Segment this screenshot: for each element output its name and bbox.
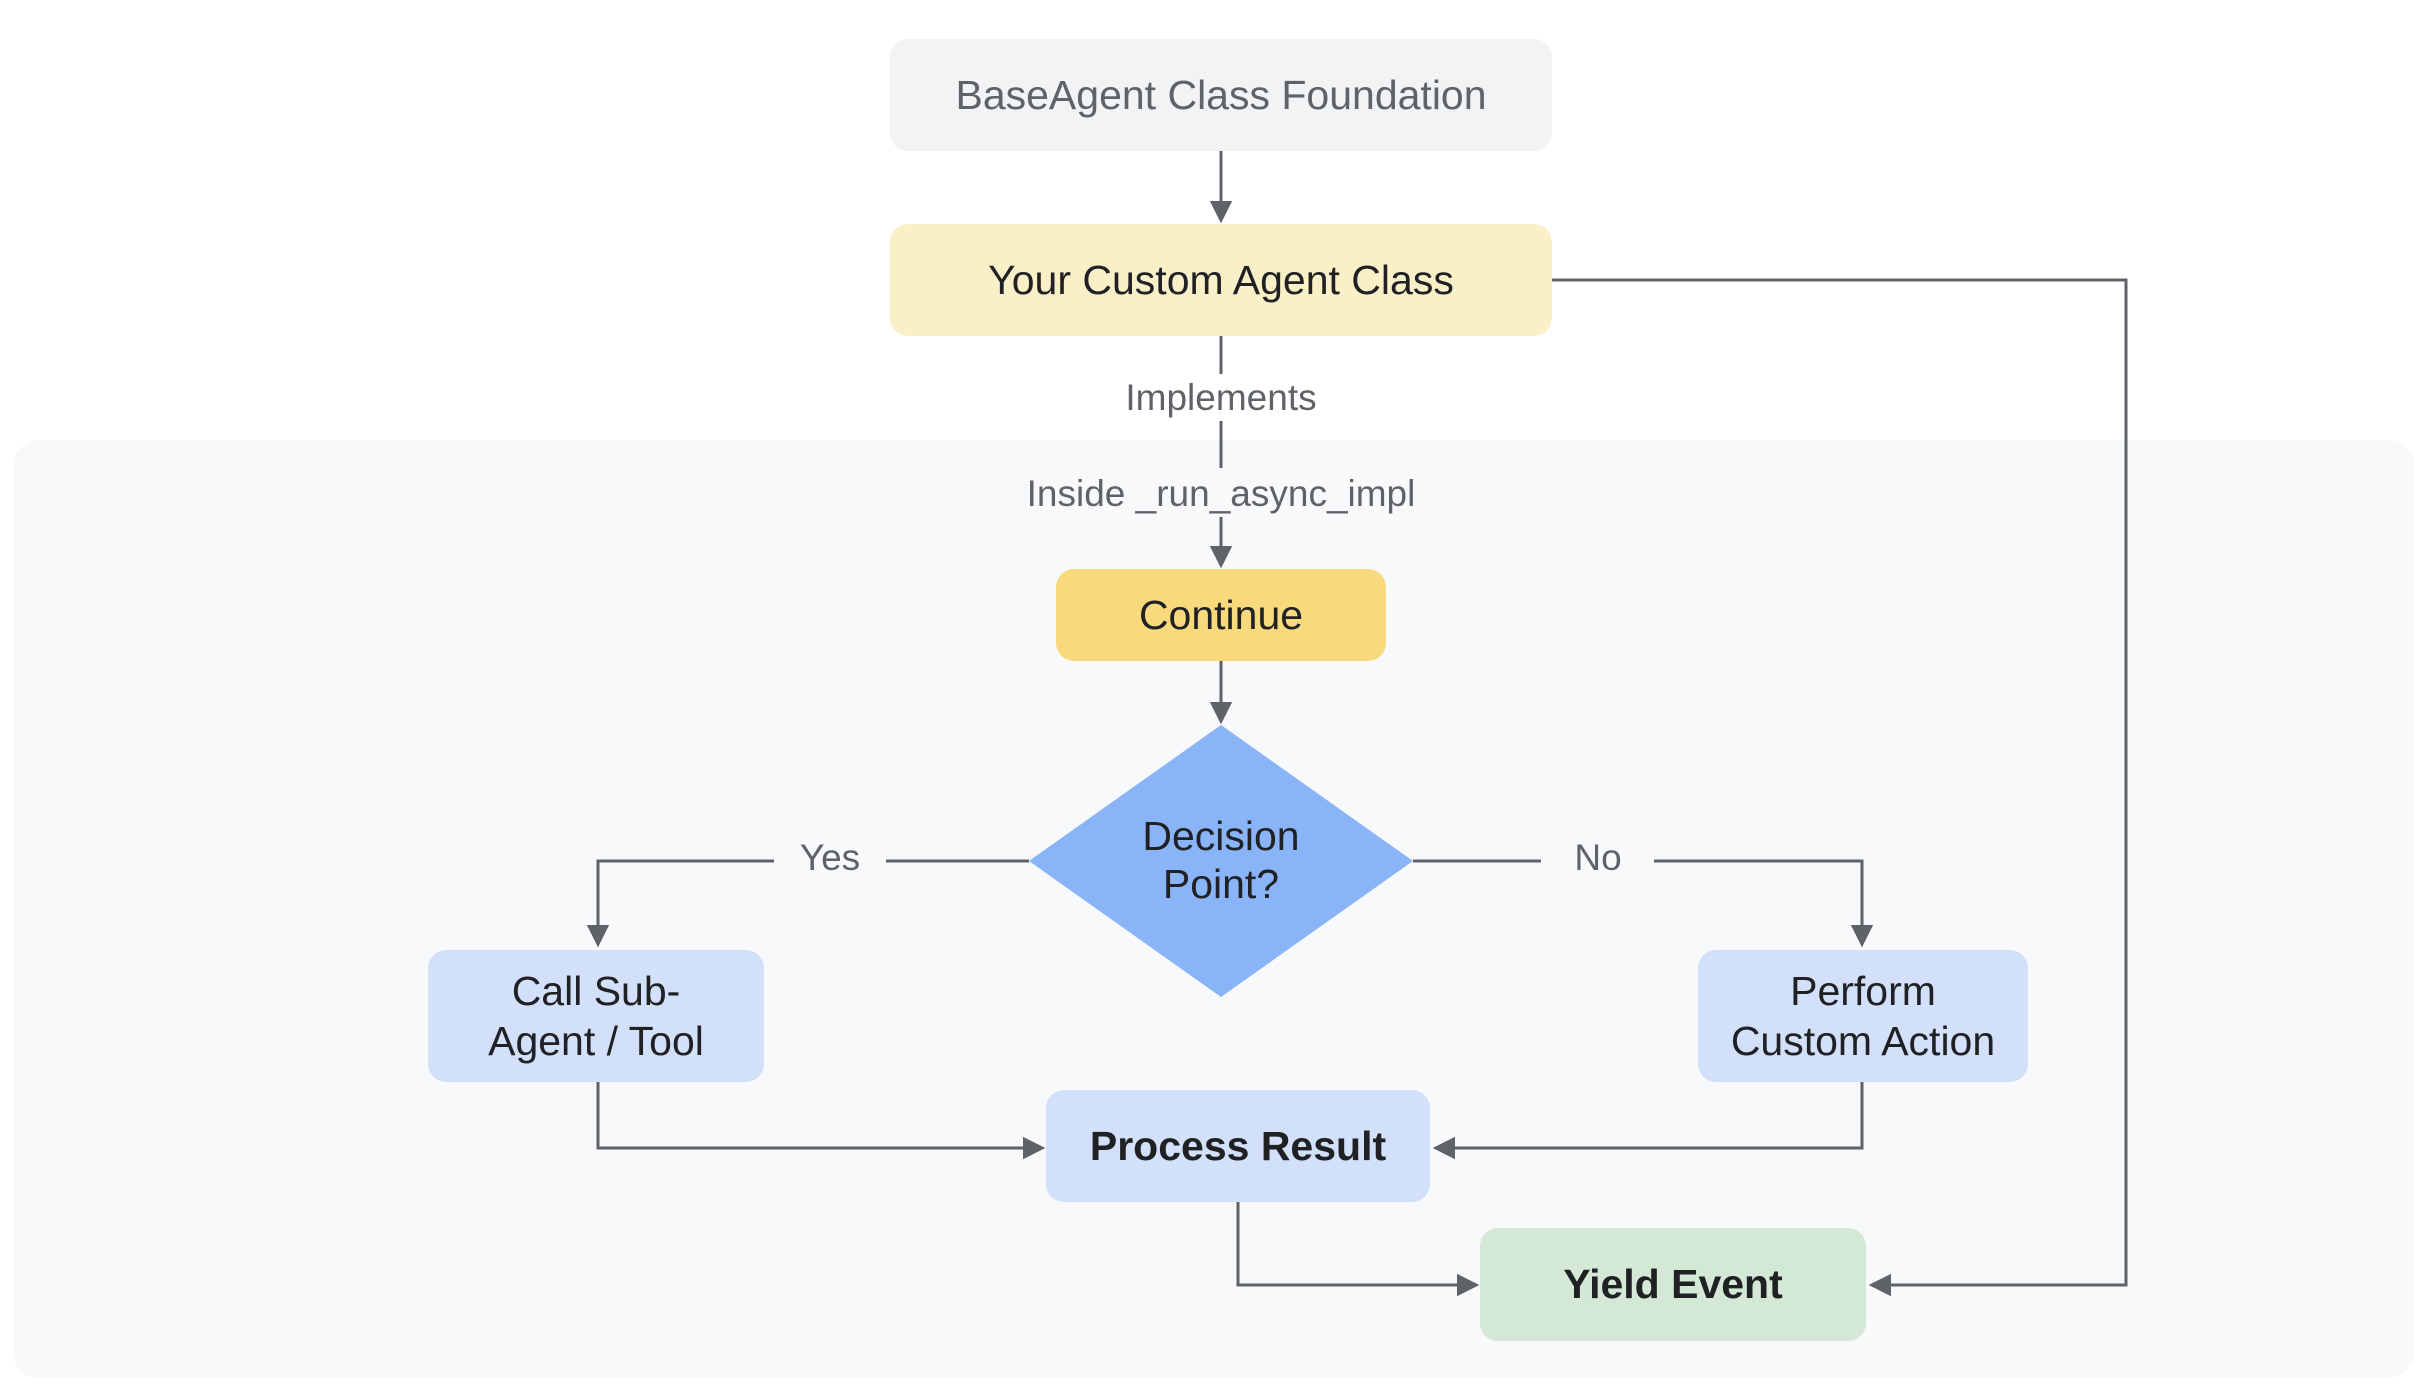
node-perform-custom-action: Perform Custom Action	[1698, 950, 2028, 1082]
edge-custom-to-yield	[1552, 278, 2128, 1297]
node-label-line: Decision	[1142, 813, 1300, 860]
node-label: Yield Event	[1563, 1261, 1783, 1308]
node-label-line: Perform	[1790, 967, 1936, 1014]
node-continue: Continue	[1056, 569, 1386, 661]
node-label-line: Custom Action	[1730, 1018, 1996, 1064]
edge-process-to-yield	[1236, 1202, 1480, 1297]
node-label: Process Result	[1089, 1122, 1387, 1169]
decision-diamond-shape	[1029, 725, 1413, 997]
node-label-line: Agent / Tool	[488, 1018, 704, 1064]
node-call-sub-agent-tool: Call Sub- Agent / Tool	[428, 950, 764, 1082]
edge-label-implements: Implements	[1125, 377, 1317, 418]
node-label-line: Call Sub-	[511, 967, 681, 1014]
node-process-result: Process Result	[1046, 1090, 1430, 1202]
node-label: BaseAgent Class Foundation	[955, 71, 1487, 118]
node-label-line: Point?	[1162, 861, 1280, 907]
edge-label-yes: Yes	[799, 837, 861, 878]
edge-yes-seg2	[586, 859, 774, 948]
node-label: Your Custom Agent Class	[988, 256, 1454, 303]
node-label: Continue	[1138, 591, 1304, 638]
edge-label-inside-run-async-impl: Inside _run_async_impl	[1026, 473, 1416, 514]
node-decision-point: Decision Point?	[1096, 795, 1346, 927]
node-base-agent-class-foundation: BaseAgent Class Foundation	[890, 39, 1552, 151]
node-your-custom-agent-class: Your Custom Agent Class	[890, 224, 1552, 336]
node-yield-event: Yield Event	[1480, 1228, 1866, 1341]
edge-callsub-to-process	[596, 1082, 1046, 1160]
edge-label-no: No	[1574, 837, 1622, 878]
edge-perform-to-process	[1432, 1082, 1864, 1160]
edge-no-seg2	[1654, 859, 1874, 948]
